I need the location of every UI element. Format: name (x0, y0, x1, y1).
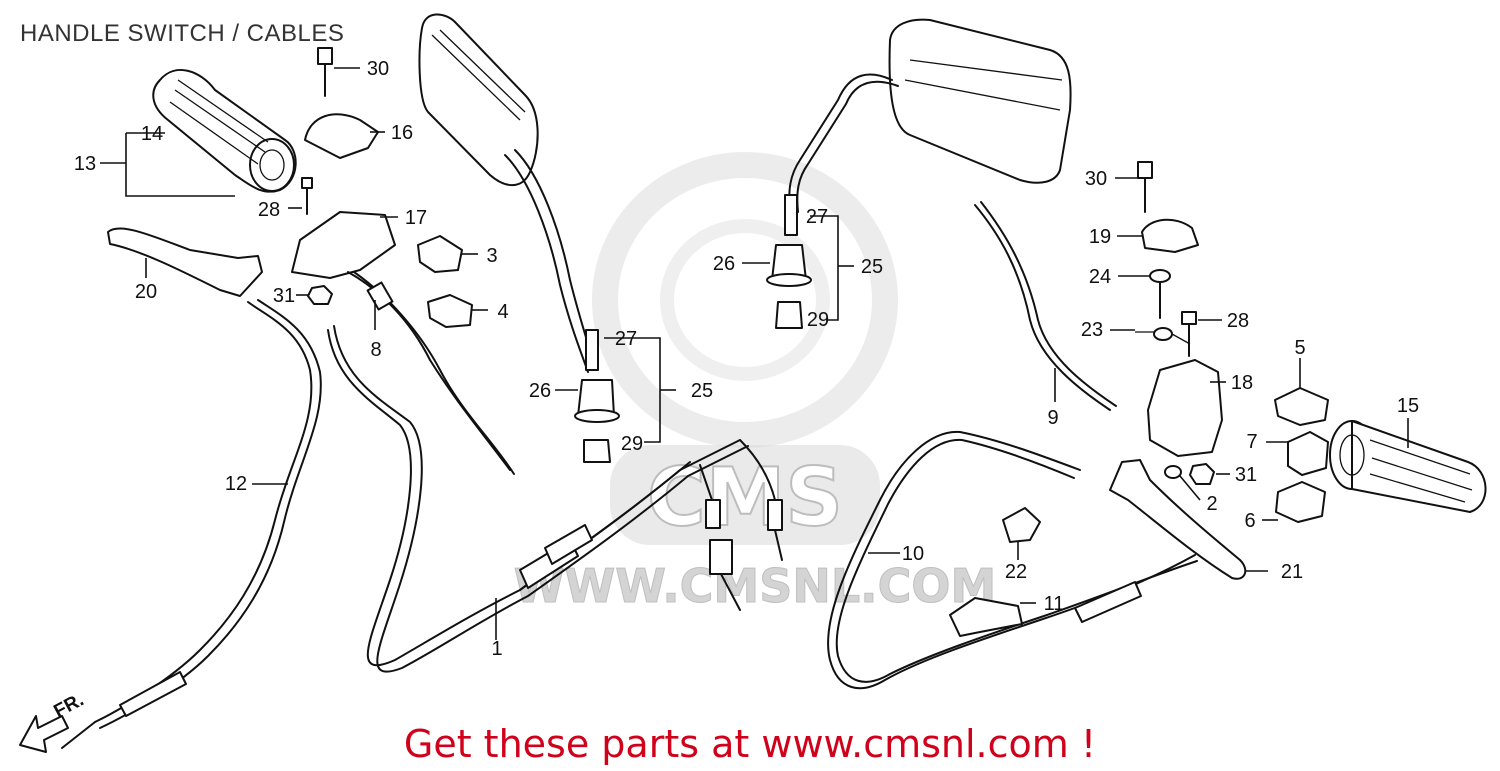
diagram-title: HANDLE SWITCH / CABLES (20, 20, 345, 47)
callout-26-left: 26 (529, 380, 551, 402)
master-cylinder-18 (1147, 359, 1223, 457)
mirror-left (418, 13, 599, 373)
callout-25-right: 25 (861, 256, 883, 278)
spring-23 (1110, 327, 1191, 345)
callout-7: 7 (1246, 431, 1257, 453)
right-grip (1329, 418, 1487, 513)
switch-cover-upper (304, 113, 379, 159)
callout-21: 21 (1281, 561, 1303, 583)
mirror-mount-right (742, 215, 854, 329)
brake-switch-cable-10 (827, 430, 1198, 690)
screw-30-left (317, 47, 360, 97)
callout-31-right: 31 (1235, 464, 1257, 486)
callout-23: 23 (1081, 319, 1103, 341)
callout-labels: 1 2 3 4 5 6 7 8 9 10 11 12 13 14 15 16 1… (74, 58, 1419, 660)
watermark-url: WWW.CMSNL.COM (514, 559, 997, 613)
cable-clamp-11 (949, 597, 1023, 637)
callout-28-left: 28 (258, 199, 280, 221)
callout-15: 15 (1397, 395, 1419, 417)
pivot-bolt-24 (1118, 269, 1171, 319)
nut-31-right (1189, 463, 1230, 485)
watermark: CMS WWW.CMSNL.COM (513, 152, 997, 614)
callout-8: 8 (370, 339, 381, 361)
switch-7 (1287, 431, 1329, 476)
mirror-mount-left (555, 337, 676, 463)
screw-28-right (1181, 311, 1222, 357)
left-grip (152, 69, 297, 193)
switch-housing-left (291, 211, 396, 279)
screw-28-left (288, 177, 313, 215)
callout-14: 14 (141, 123, 163, 145)
brake-lever-21 (1109, 459, 1247, 580)
callout-30-right: 30 (1085, 168, 1107, 190)
callout-3: 3 (486, 245, 497, 267)
callout-29-right: 29 (807, 309, 829, 331)
callout-25-left: 25 (691, 380, 713, 402)
callout-24: 24 (1089, 266, 1111, 288)
callout-27-right: 27 (806, 206, 828, 228)
callout-4: 4 (497, 301, 508, 323)
callout-10: 10 (902, 543, 924, 565)
callout-19: 19 (1089, 226, 1111, 248)
callout-1: 1 (491, 638, 502, 660)
callout-30-left: 30 (367, 58, 389, 80)
callout-27-left: 27 (615, 328, 637, 350)
footer-promo-text: Get these parts at www.cmsnl.com ! (403, 722, 1097, 766)
switch-3 (417, 235, 463, 273)
callout-2: 2 (1206, 493, 1217, 515)
switch-6 (1275, 481, 1326, 523)
switch-harness-8 (347, 271, 515, 475)
callout-5: 5 (1294, 337, 1305, 359)
callout-17: 17 (405, 207, 427, 229)
callout-11: 11 (1044, 593, 1065, 615)
callout-12: 12 (225, 473, 247, 495)
callout-22: 22 (1005, 561, 1027, 583)
callout-9: 9 (1047, 407, 1058, 429)
nut-31-left (296, 285, 333, 305)
cable-clamp-22 (1002, 507, 1041, 543)
callout-13: 13 (74, 153, 96, 175)
throttle-cable-1 (327, 325, 783, 673)
clutch-cable-12 (61, 299, 322, 749)
clutch-lever (107, 227, 263, 297)
callout-20: 20 (135, 281, 157, 303)
bolt-2 (1164, 465, 1201, 501)
callout-31-left: 31 (273, 285, 295, 307)
fr-label: FR. (50, 690, 87, 723)
callout-16: 16 (391, 122, 413, 144)
switch-5 (1274, 387, 1329, 426)
switch-harness-9 (974, 201, 1117, 411)
mirror-right (784, 18, 1072, 236)
switch-4 (427, 294, 473, 328)
callout-18: 18 (1231, 372, 1253, 394)
watermark-brand: CMS (647, 451, 843, 544)
callout-28-right: 28 (1227, 310, 1249, 332)
screw-30-right (1115, 161, 1153, 213)
callout-29-left: 29 (621, 433, 643, 455)
callout-26-right: 26 (713, 253, 735, 275)
switch-cover-upper-right (1141, 218, 1199, 253)
bracket-13 (125, 132, 235, 197)
callout-6: 6 (1244, 510, 1255, 532)
